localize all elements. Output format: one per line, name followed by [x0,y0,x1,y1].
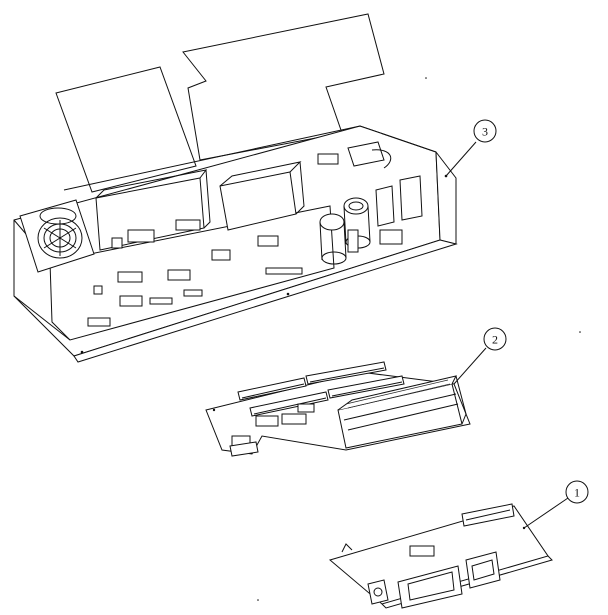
db25-port [397,565,463,609]
cooling-fan [19,199,95,273]
callout-3: 3 [445,119,497,177]
callout-3-label: 3 [482,125,488,139]
chassis-assembly [13,13,458,363]
chassis-back-wall [63,125,437,191]
power-jack [367,579,389,605]
backplane-board [205,361,471,457]
cover-panel-left [55,66,197,193]
db9-port [465,551,501,589]
callout-2-label: 2 [492,333,498,347]
front-board-chips [87,235,303,327]
controller-chip [409,545,435,557]
callout-1-label: 1 [574,486,580,500]
transformer-box [219,161,305,231]
right-side-components [317,141,423,245]
capacitors [319,197,371,265]
power-supply-block [95,169,211,251]
backplane-chips [229,403,315,457]
callout-1: 1 [523,480,589,529]
backplane-long-connector [337,375,467,449]
backplane-slot-connectors [237,361,405,417]
chassis-bottom-lip [73,239,458,363]
controller-board [328,503,553,609]
callout-2: 2 [453,327,507,385]
